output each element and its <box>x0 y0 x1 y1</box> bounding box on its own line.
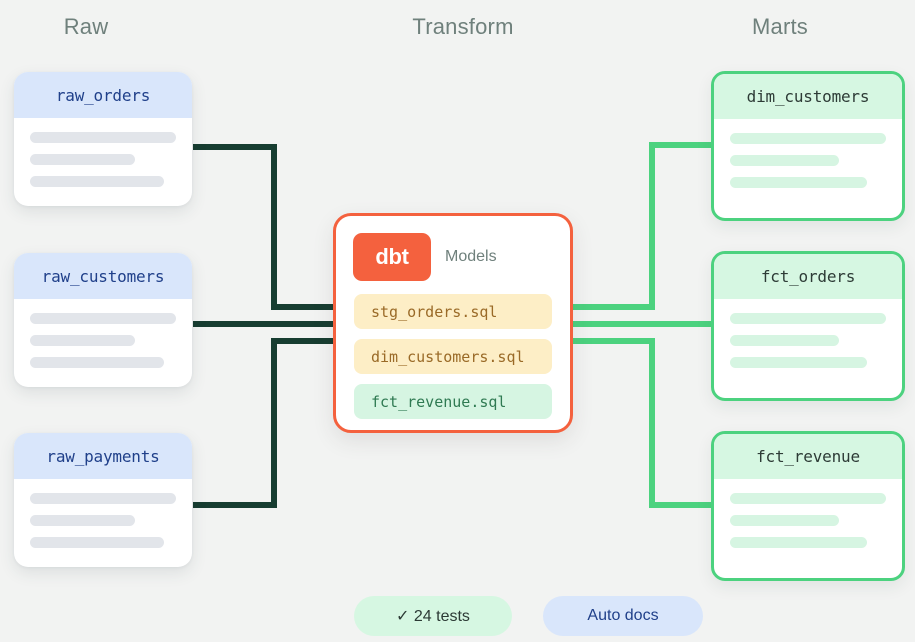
field-placeholder-bar <box>30 335 136 346</box>
wire-dbt-to-dim-customers <box>573 142 712 310</box>
field-placeholder-bar <box>30 176 165 187</box>
field-placeholder-bar <box>730 313 886 324</box>
mart-card-title: dim_customers <box>714 74 902 119</box>
mart-card-field-list <box>714 299 902 384</box>
status-badge-auto-docs[interactable]: Auto docs <box>543 596 703 636</box>
source-card-raw-orders[interactable]: raw_orders <box>14 72 192 206</box>
source-card-title: raw_payments <box>14 433 192 479</box>
mart-card-dim-customers[interactable]: dim_customers <box>711 71 905 221</box>
status-badge-tests[interactable]: ✓ 24 tests <box>354 596 512 636</box>
field-placeholder-bar <box>730 357 868 368</box>
source-card-title: raw_orders <box>14 72 192 118</box>
column-heading-raw: Raw <box>63 14 109 39</box>
field-placeholder-bar <box>730 177 868 188</box>
field-placeholder-bar <box>730 493 886 504</box>
dbt-card-header: dbt Models <box>336 216 570 281</box>
dbt-logo-icon: dbt <box>353 233 431 281</box>
mart-card-field-list <box>714 479 902 564</box>
model-item-stg-orders[interactable]: stg_orders.sql <box>354 294 552 329</box>
column-heading-marts: Marts <box>752 14 808 39</box>
field-placeholder-bar <box>730 335 840 346</box>
transform-card-dbt[interactable]: dbt Models stg_orders.sql dim_customers.… <box>333 213 573 433</box>
wire-raw-payments-to-dbt <box>193 338 333 508</box>
field-placeholder-bar <box>30 493 176 504</box>
field-placeholder-bar <box>30 132 176 143</box>
field-placeholder-bar <box>30 357 165 368</box>
models-section-label: Models <box>445 248 497 265</box>
field-placeholder-bar <box>730 515 840 526</box>
field-placeholder-bar <box>730 537 868 548</box>
mart-card-title: fct_orders <box>714 254 902 299</box>
mart-card-title: fct_revenue <box>714 434 902 479</box>
mart-card-fct-revenue[interactable]: fct_revenue <box>711 431 905 581</box>
source-card-raw-payments[interactable]: raw_payments <box>14 433 192 567</box>
wire-raw-orders-to-dbt <box>193 144 333 310</box>
source-card-field-list <box>14 118 192 203</box>
mart-card-field-list <box>714 119 902 204</box>
column-heading-transform: Transform <box>412 14 514 39</box>
source-card-field-list <box>14 299 192 384</box>
wire-dbt-to-fct-revenue <box>573 338 712 508</box>
mart-card-fct-orders[interactable]: fct_orders <box>711 251 905 401</box>
model-item-dim-customers[interactable]: dim_customers.sql <box>354 339 552 374</box>
model-list: stg_orders.sql dim_customers.sql fct_rev… <box>336 281 570 419</box>
source-card-field-list <box>14 479 192 564</box>
field-placeholder-bar <box>30 537 165 548</box>
field-placeholder-bar <box>730 155 840 166</box>
field-placeholder-bar <box>30 313 176 324</box>
field-placeholder-bar <box>30 515 136 526</box>
field-placeholder-bar <box>730 133 886 144</box>
field-placeholder-bar <box>30 154 136 165</box>
source-card-raw-customers[interactable]: raw_customers <box>14 253 192 387</box>
source-card-title: raw_customers <box>14 253 192 299</box>
model-item-fct-revenue[interactable]: fct_revenue.sql <box>354 384 552 419</box>
